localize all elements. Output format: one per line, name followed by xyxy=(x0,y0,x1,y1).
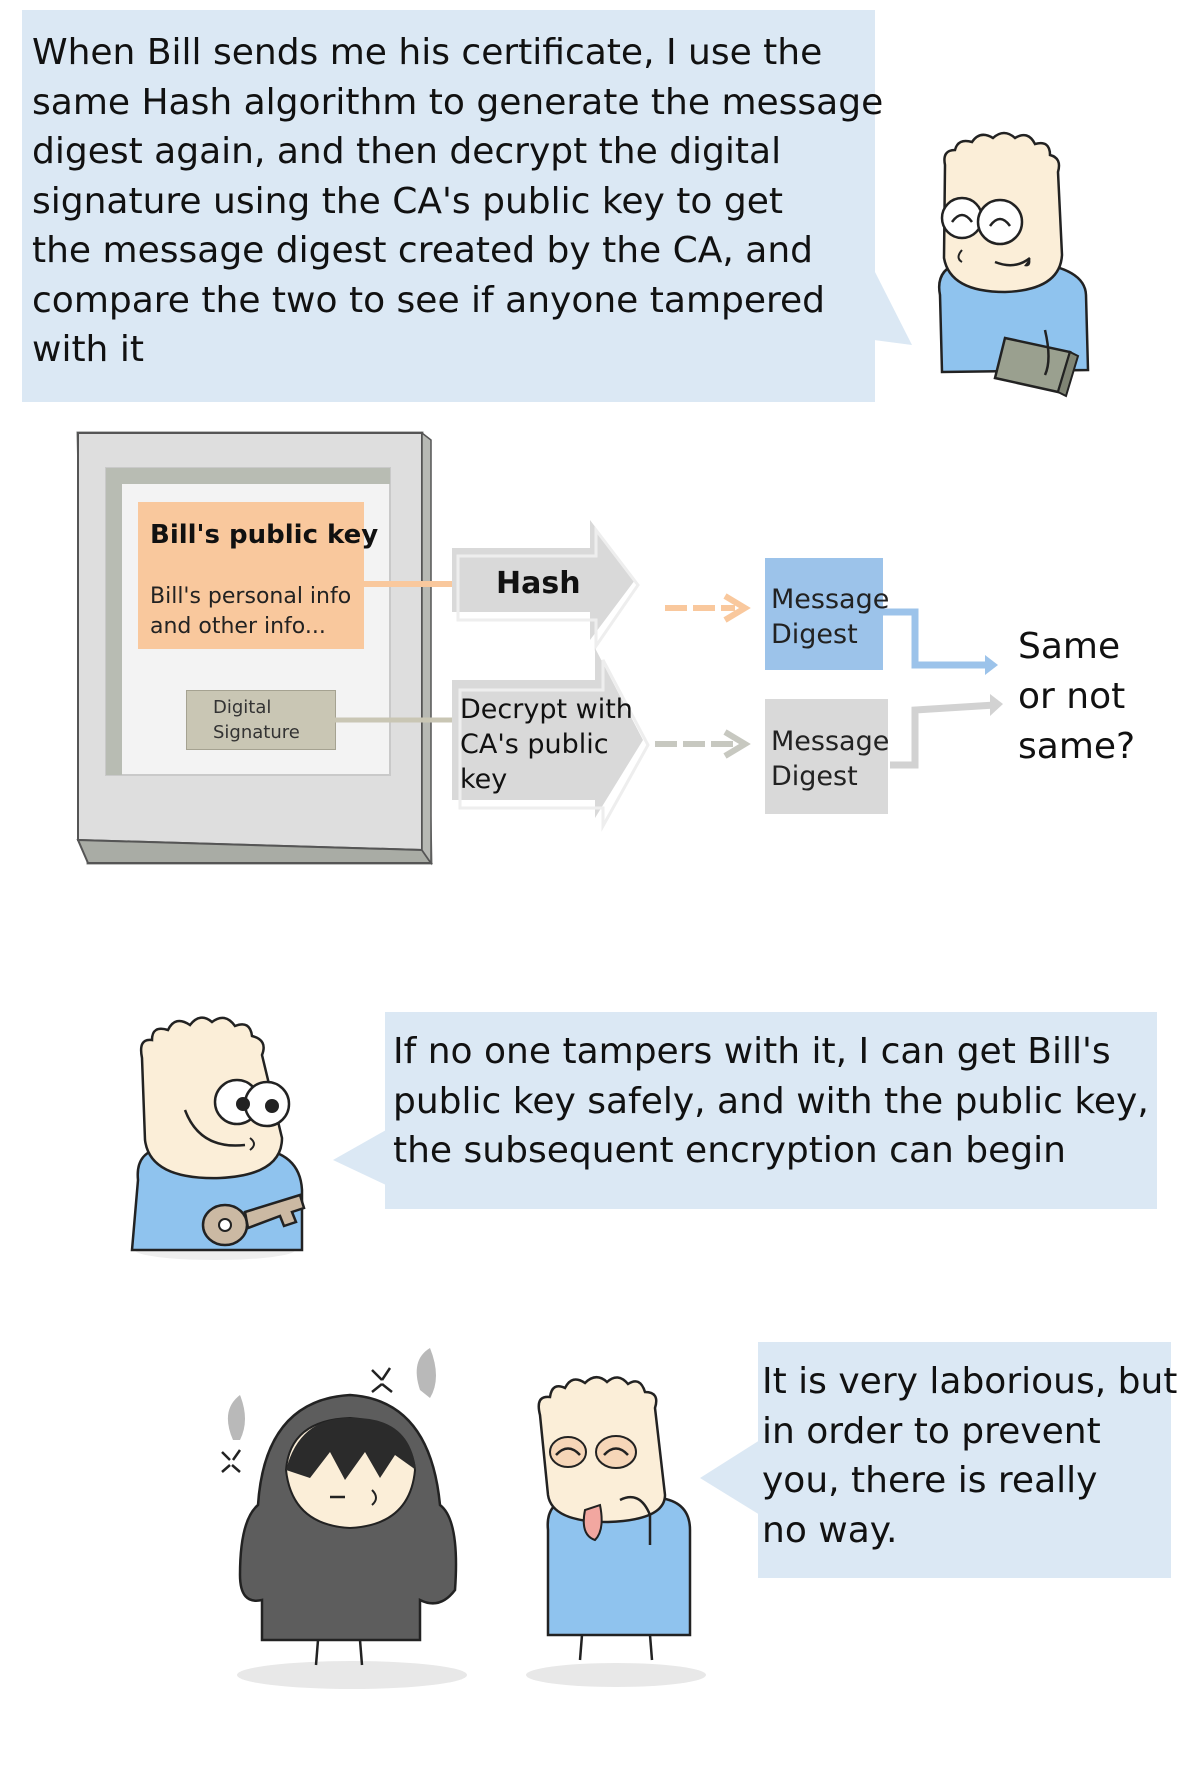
same-or-not-question: Same or not same? xyxy=(1018,626,1136,767)
message-digest-box-top xyxy=(765,558,883,670)
speech-text-top: When Bill sends me his certificate, I us… xyxy=(32,32,884,370)
decrypt-arrow-label: Decrypt with CA's public key xyxy=(460,694,633,795)
speech-text-bottom: It is very laborious, but in order to pr… xyxy=(762,1361,1178,1551)
message-digest-box-bottom xyxy=(765,699,888,814)
message-digest-label-bottom: Message Digest xyxy=(771,726,890,792)
message-digest-label-top: Message Digest xyxy=(771,584,890,650)
public-key-title: Bill's public key xyxy=(150,520,379,550)
certificate-info: Bill's personal info and other info... xyxy=(150,584,352,639)
speech-bubble-top xyxy=(22,10,875,402)
public-key-box xyxy=(138,502,364,649)
hash-arrow-label: Hash xyxy=(496,566,581,601)
speech-bubble-bottom xyxy=(758,1342,1171,1578)
digital-signature-box xyxy=(186,690,336,750)
digital-signature-label: Digital Signature xyxy=(213,697,300,743)
speech-bubble-middle xyxy=(385,1012,1157,1209)
speech-text-middle: If no one tampers with it, I can get Bil… xyxy=(393,1031,1149,1171)
